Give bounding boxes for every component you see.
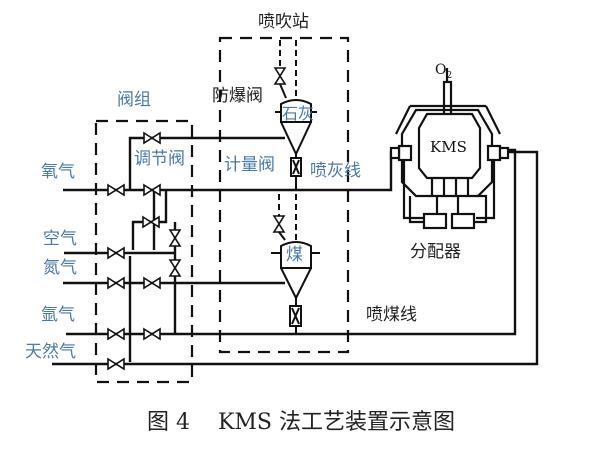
vertical-valve-2-icon bbox=[169, 259, 181, 277]
gas-label-argon: 氩气 bbox=[41, 305, 75, 325]
branch-valve-icon bbox=[142, 216, 160, 228]
regulating-valve-label: 调节阀 bbox=[134, 149, 185, 169]
figure-caption: 图 4 KMS 法工艺装置示意图 bbox=[0, 404, 602, 436]
valve-group-box bbox=[94, 119, 194, 384]
regulating-bypass-line bbox=[128, 136, 285, 190]
lime-line-label: 喷灰线 bbox=[310, 161, 361, 181]
nitrogen-valve-icon bbox=[107, 277, 125, 289]
figure-number: 图 4 bbox=[146, 410, 190, 435]
regulating-valve-icon bbox=[143, 132, 161, 144]
injection-station-label: 喷吹站 bbox=[258, 12, 309, 32]
gas-label-air: 空气 bbox=[43, 229, 77, 249]
distributor-box-1 bbox=[422, 212, 448, 230]
air-valve-icon bbox=[107, 247, 125, 259]
coal-hopper bbox=[271, 194, 320, 334]
coal-hopper-label: 煤 bbox=[286, 245, 303, 265]
argon-valve-icon bbox=[107, 328, 125, 340]
injection-station-box bbox=[218, 36, 350, 354]
gas-label-nitrogen: 氮气 bbox=[43, 258, 77, 278]
natural-gas-line bbox=[52, 150, 539, 366]
natural-gas-valve-icon bbox=[107, 358, 125, 370]
explosion-proof-valve-label: 防爆阀 bbox=[212, 86, 263, 106]
lime-hopper-label: 石灰 bbox=[282, 104, 315, 123]
gas-label-natural-gas: 天然气 bbox=[25, 342, 76, 362]
oxygen-top-label: O2 bbox=[435, 62, 452, 81]
argon-valve-2-icon bbox=[143, 328, 161, 340]
kms-converter-label: KMS bbox=[430, 138, 467, 156]
oxygen-symbol: O bbox=[435, 62, 447, 78]
coal-line-label: 喷煤线 bbox=[366, 305, 417, 325]
oxygen-valve-2-icon bbox=[143, 184, 161, 196]
figure-caption-text: KMS 法工艺装置示意图 bbox=[217, 410, 455, 435]
gas-label-oxygen: 氧气 bbox=[41, 162, 75, 182]
nitrogen-valve-2-icon bbox=[143, 277, 161, 289]
distributor-label: 分配器 bbox=[410, 242, 461, 262]
oxygen-subscript: 2 bbox=[446, 70, 453, 81]
vertical-valve-icon bbox=[169, 229, 181, 247]
valve-group-label: 阀组 bbox=[117, 90, 151, 110]
oxygen-valve-icon bbox=[107, 184, 125, 196]
lime-hopper bbox=[274, 40, 317, 190]
distributor-box-2 bbox=[450, 212, 476, 230]
kms-converter bbox=[389, 68, 510, 230]
metering-valve-label: 计量阀 bbox=[224, 155, 275, 175]
